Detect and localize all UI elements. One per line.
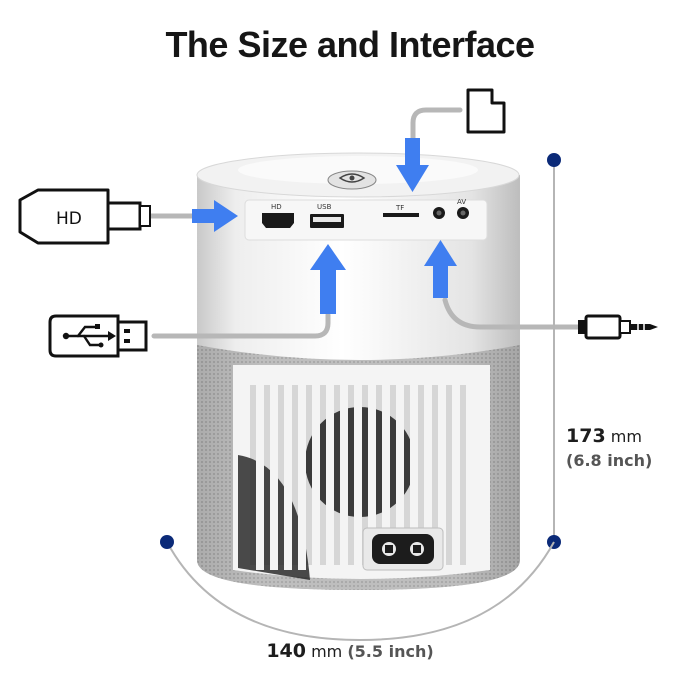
hd-port-label: HD [271, 203, 282, 211]
height-unit: mm [610, 427, 642, 446]
height-value: 173 [566, 425, 606, 447]
arrow-to-tf-slot [396, 138, 429, 192]
hd-cable-icon: HD [18, 188, 151, 245]
usb-cable-icon [48, 314, 148, 358]
arrow-to-audio-jack [424, 240, 457, 298]
audio-jack [433, 207, 445, 219]
av-port-label: AV [457, 198, 466, 206]
hd-cable-label: HD [56, 209, 82, 229]
width-unit: mm [311, 642, 343, 661]
port-panel [244, 199, 488, 241]
width-value: 140 [266, 640, 306, 662]
connector-lines [147, 107, 581, 339]
projector-body: HD USB TF AV [196, 152, 520, 590]
height-dimension-line [547, 153, 561, 549]
top-logo [327, 170, 377, 190]
width-dimension: 140 mm (5.5 inch) [0, 640, 700, 662]
usb-port-label: USB [317, 203, 332, 211]
width-dimension-arc [160, 535, 555, 642]
height-inch: (6.8 inch) [566, 451, 653, 470]
page-title: The Size and Interface [165, 24, 535, 65]
hd-port: HD [262, 203, 294, 228]
audio-plug-icon [578, 314, 658, 340]
usb-port: USB [310, 203, 344, 228]
arrow-to-hd-port [192, 200, 238, 232]
arrow-to-usb-port [310, 244, 346, 314]
width-inch: (5.5 inch) [347, 642, 434, 661]
tf-port-label: TF [395, 204, 404, 212]
tf-card-icon [466, 88, 506, 134]
usb-symbol-icon [62, 324, 116, 348]
power-socket [362, 527, 444, 571]
height-dimension: 173 mm (6.8 inch) [566, 424, 652, 473]
av-jack: AV [457, 198, 469, 219]
tf-slot: TF [383, 204, 419, 217]
